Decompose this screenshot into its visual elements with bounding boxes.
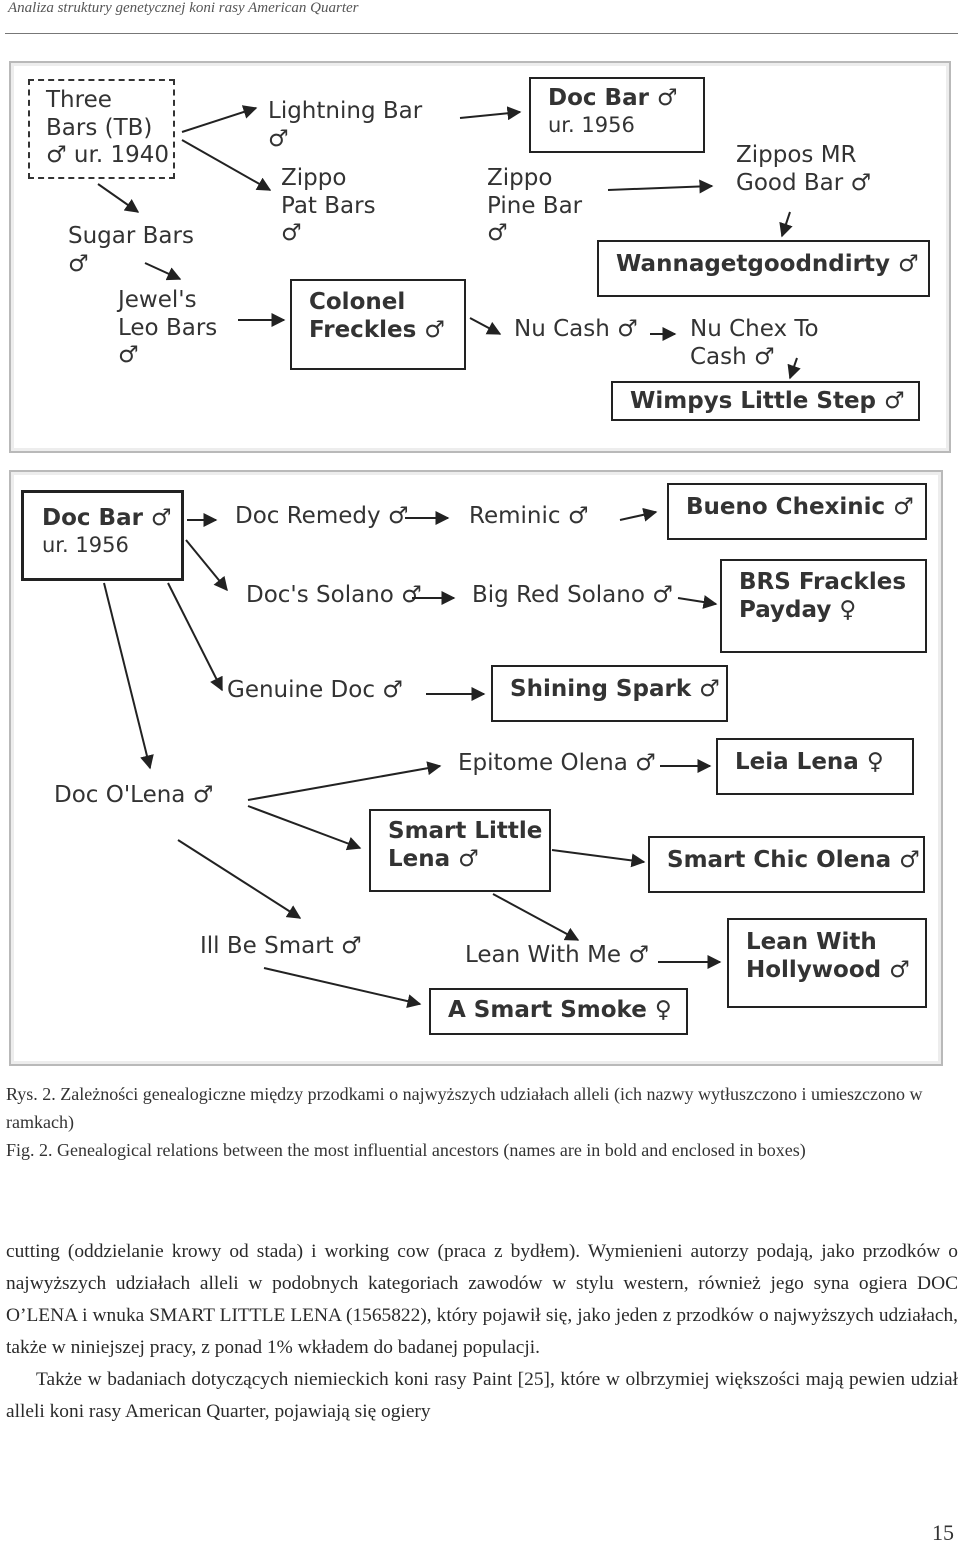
node-zippo-pat-bars: Zippo Pat Bars ♂	[281, 165, 376, 247]
body-text: cutting (oddzielanie krowy od stada) i w…	[6, 1236, 958, 1428]
node-big-red-solano: Big Red Solano ♂	[472, 582, 673, 608]
node-wannagetgoodndirty: Wannagetgoodndirty ♂	[597, 240, 930, 297]
node-wimpys-little-step: Wimpys Little Step ♂	[611, 381, 920, 421]
arrow-docolena-illbesmart	[177, 839, 302, 919]
node-three-bars: Three Bars (TB) ♂ ur. 1940	[28, 79, 175, 179]
arrow-threebars-sugarbars	[97, 183, 140, 213]
caption-en: Fig. 2. Genealogical relations between t…	[6, 1139, 806, 1160]
body-paragraph-1: cutting (oddzielanie krowy od stada) i w…	[6, 1241, 958, 1358]
node-nu-chex-to-cash: Nu Chex To Cash ♂	[690, 316, 819, 370]
node-jewels-leo-bars: Jewel's Leo Bars ♂	[118, 287, 218, 369]
arrow-zippopinebar-zipposmr	[607, 179, 714, 194]
arrow-zippopinebar-docbar	[459, 106, 522, 121]
node-doc-bar-2: Doc Bar ♂ ur. 1956	[21, 490, 184, 581]
node-zippos-mr-good-bar: Zippos MR Good Bar ♂	[736, 142, 872, 196]
node-docs-solano: Doc's Solano ♂	[246, 582, 422, 608]
node-genuine-doc: Genuine Doc ♂	[227, 677, 403, 703]
node-shining-spark: Shining Spark ♂	[491, 665, 728, 722]
body-paragraph-2: Także w badaniach dotyczących niemieckic…	[6, 1369, 958, 1422]
arrow-docolena-epitome	[247, 761, 442, 801]
node-lightning-bar: Lightning Bar ♂	[268, 98, 423, 152]
running-header: Analiza struktury genetycznej koni rasy …	[8, 0, 359, 16]
node-sugar-bars: Sugar Bars ♂	[68, 223, 194, 277]
node-bueno-chexinic: Bueno Chexinic ♂	[667, 483, 927, 540]
node-lean-with-hollywood: Lean With Hollywood ♂	[727, 918, 927, 1008]
node-brs-frackles-payday: BRS Frackles Payday ♀	[720, 559, 927, 653]
node-lean-with-me: Lean With Me ♂	[465, 942, 649, 968]
node-a-smart-smoke: A Smart Smoke ♀	[429, 988, 688, 1035]
node-leia-lena: Leia Lena ♀	[716, 738, 914, 795]
arrow-sugarbars-jewelsleobars	[144, 262, 182, 281]
arrow-threebars-lightningbar	[181, 105, 258, 133]
node-smart-chic-olena: Smart Chic Olena ♂	[648, 836, 925, 893]
arrow-threebars-zippopatbars	[181, 139, 272, 191]
arrow-docbar-docssolano	[185, 539, 228, 592]
node-smart-little-lena: Smart Little Lena ♂	[369, 809, 551, 892]
arrow-illbesmart-asmartsmoke	[263, 967, 422, 1008]
arrow-colonelfreckles-nucash	[469, 317, 502, 335]
node-doc-olena: Doc O'Lena ♂	[54, 782, 214, 808]
arrow-nuchex-wimpys	[787, 357, 801, 380]
node-colonel-freckles: Colonel Freckles ♂	[290, 279, 466, 370]
node-doc-remedy: Doc Remedy ♂	[235, 503, 409, 529]
node-zippo-pine-bar: Zippo Pine Bar ♂	[487, 165, 583, 247]
node-reminic: Reminic ♂	[469, 503, 589, 529]
arrow-docolena-smartlittle	[247, 805, 362, 851]
arrow-bigredsolano-brs	[677, 595, 718, 609]
node-epitome-olena: Epitome Olena ♂	[458, 750, 656, 776]
arrow-smartlittle-smartchic	[551, 849, 646, 868]
node-doc-bar-1: Doc Bar ♂ ur. 1956	[529, 77, 705, 153]
arrow-docbar-genuinedoc	[167, 582, 223, 692]
node-ill-be-smart: Ill Be Smart ♂	[200, 933, 362, 959]
arrow-docbar-docolena	[103, 582, 154, 770]
arrow-zipposmr-wannagetgoodndirty	[779, 211, 793, 238]
caption-pl: Rys. 2. Zależności genealogiczne między …	[6, 1084, 923, 1132]
node-nu-cash: Nu Cash ♂	[514, 316, 638, 342]
page-number: 15	[932, 1520, 954, 1545]
header-rule	[5, 33, 958, 34]
arrow-reminic-bueno	[619, 507, 658, 522]
arrow-smartlittle-leanwithme	[492, 893, 580, 941]
figure-captions: Rys. 2. Zależności genealogiczne między …	[6, 1081, 958, 1165]
